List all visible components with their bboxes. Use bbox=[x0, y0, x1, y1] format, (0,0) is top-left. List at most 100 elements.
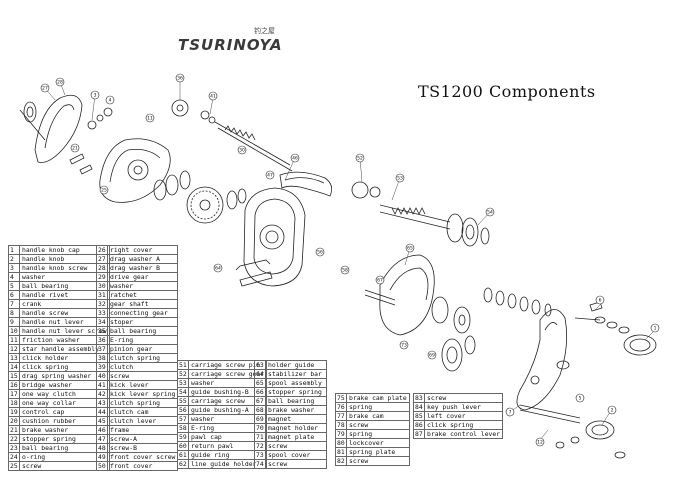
part-name: right cover bbox=[106, 245, 179, 255]
part-number: 23 bbox=[8, 443, 20, 453]
part-name: screw bbox=[346, 456, 410, 466]
main-shaft bbox=[171, 99, 293, 172]
part-number: 53 bbox=[177, 378, 189, 388]
part-name: clutch spring bbox=[106, 398, 179, 408]
svg-text:69: 69 bbox=[429, 353, 435, 359]
part-name: screw bbox=[265, 441, 327, 451]
svg-text:1: 1 bbox=[654, 326, 657, 332]
part-number: 80 bbox=[335, 438, 347, 448]
part-number: 65 bbox=[254, 378, 266, 388]
part-number: 77 bbox=[335, 411, 347, 421]
left-cover bbox=[516, 309, 568, 411]
svg-text:30: 30 bbox=[239, 148, 245, 154]
svg-text:27: 27 bbox=[42, 86, 48, 92]
right-cover bbox=[99, 138, 171, 203]
part-name: ball bearing bbox=[265, 396, 327, 406]
part-number: 21 bbox=[8, 425, 20, 435]
part-name: spring bbox=[346, 402, 410, 412]
brand-subtitle: 钓之屋 bbox=[254, 27, 275, 35]
svg-text:5: 5 bbox=[579, 396, 582, 402]
part-number: 42 bbox=[96, 389, 108, 399]
part-name: brake control lever bbox=[423, 429, 504, 439]
spool bbox=[364, 254, 476, 372]
svg-text:47: 47 bbox=[267, 173, 273, 179]
part-number: 34 bbox=[96, 317, 108, 327]
part-number: 55 bbox=[177, 396, 189, 406]
part-name: magnet holder bbox=[265, 423, 327, 433]
part-number: 36 bbox=[96, 335, 108, 345]
part-name: key push lever bbox=[423, 402, 504, 412]
part-name: spool assembly bbox=[265, 378, 327, 388]
part-number: 5 bbox=[8, 281, 20, 291]
svg-text:2: 2 bbox=[611, 408, 614, 414]
part-number: 59 bbox=[177, 432, 189, 442]
part-number: 86 bbox=[413, 420, 425, 430]
part-name: front cover screw bbox=[106, 452, 179, 462]
part-number: 62 bbox=[177, 459, 189, 469]
brand-name: TSURINOYA bbox=[178, 36, 283, 54]
bearing-row bbox=[483, 287, 552, 317]
part-name: brake cam plate bbox=[346, 393, 410, 403]
svg-text:4: 4 bbox=[109, 98, 112, 104]
part-name: drag washer A bbox=[106, 254, 179, 264]
part-name: washer bbox=[106, 281, 179, 291]
part-name: front cover bbox=[106, 461, 179, 471]
part-name: clutch lever bbox=[106, 416, 179, 426]
part-name: clutch cam bbox=[106, 407, 179, 417]
part-number: 40 bbox=[96, 371, 108, 381]
part-name: brake cam bbox=[346, 411, 410, 421]
page-title: TS1200 Components bbox=[418, 82, 596, 101]
part-number: 49 bbox=[96, 452, 108, 462]
part-number: 6 bbox=[8, 290, 20, 300]
part-number: 73 bbox=[254, 450, 266, 460]
part-name: spring bbox=[346, 429, 410, 439]
part-name: screw-A bbox=[106, 434, 179, 444]
part-name: screw bbox=[106, 371, 179, 381]
svg-text:54: 54 bbox=[487, 210, 493, 216]
part-number: 28 bbox=[96, 263, 108, 273]
part-number: 56 bbox=[177, 405, 189, 415]
part-number: 18 bbox=[8, 398, 20, 408]
part-name: holder guide bbox=[265, 360, 327, 370]
